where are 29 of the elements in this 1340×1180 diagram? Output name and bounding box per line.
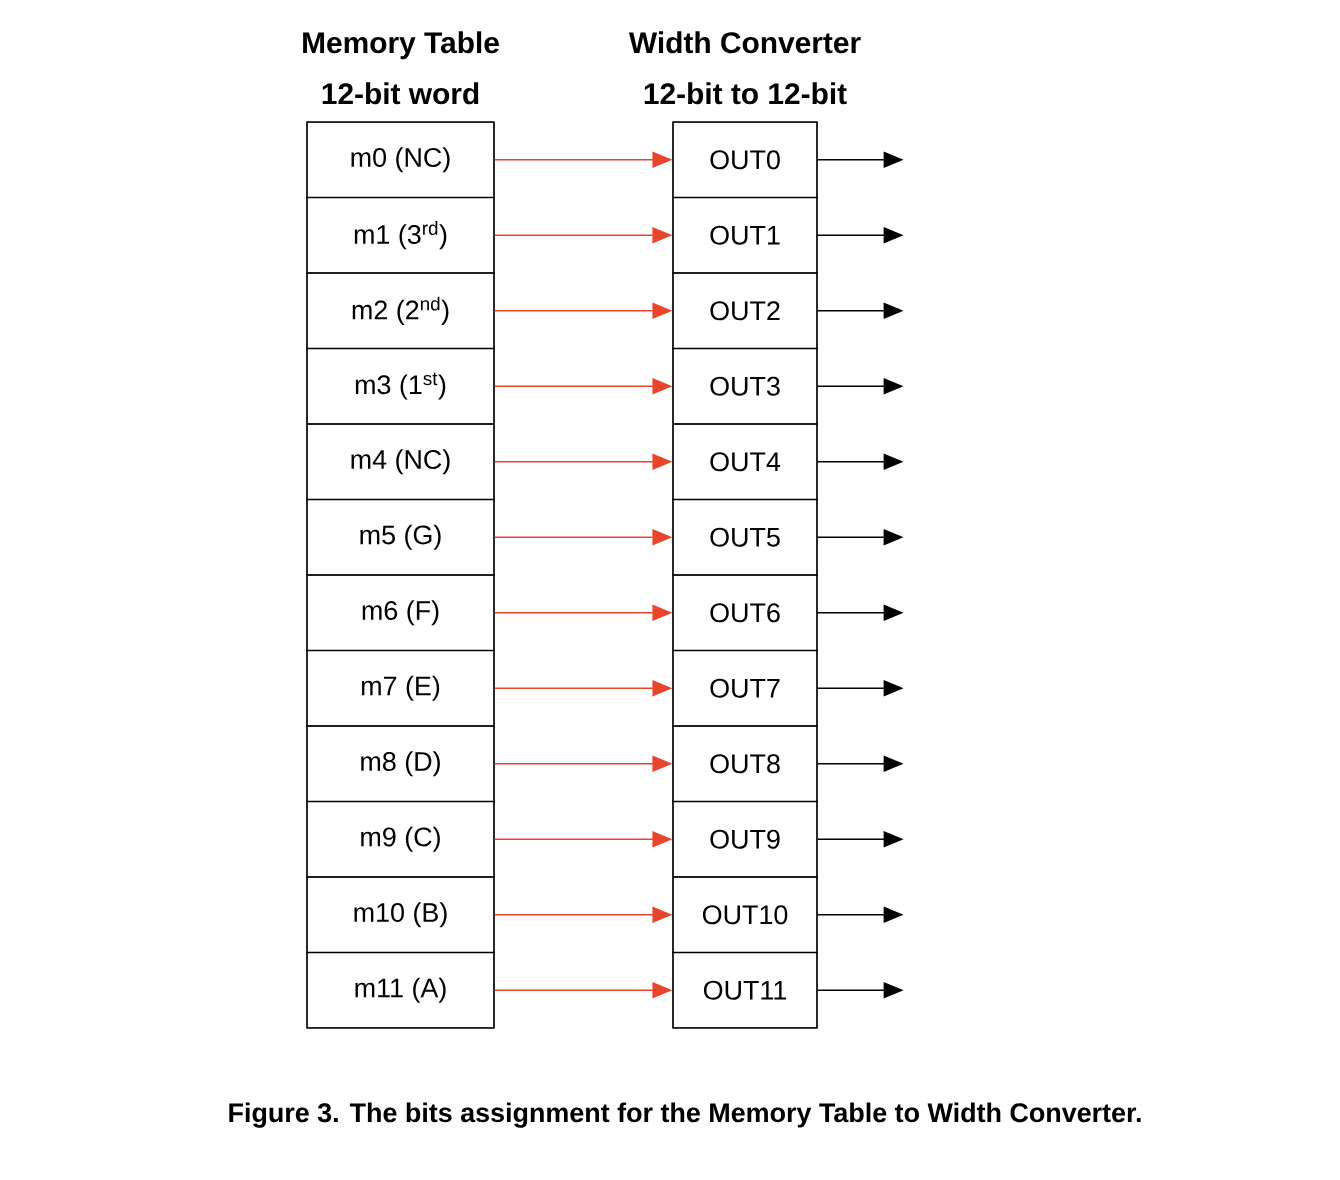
bit-cell: OUT11 bbox=[672, 951, 818, 1029]
bit-cell: m3 (1$^{st}$) bbox=[306, 347, 495, 425]
bit-cell: OUT1 bbox=[672, 196, 818, 274]
bit-cell: OUT0 bbox=[672, 121, 818, 199]
column-heading: Memory Table bbox=[303, 31, 499, 60]
column-heading: 12-bit word bbox=[322, 82, 479, 105]
bit-cell: m5 (G) bbox=[306, 498, 495, 576]
bit-cell: OUT5 bbox=[672, 498, 818, 576]
figure-caption: Figure 3. The bits assignment for the Memory Table to Width Converter. bbox=[229, 1102, 1141, 1128]
bit-cell: OUT3 bbox=[672, 347, 818, 425]
column-heading: Width Converter bbox=[628, 31, 861, 54]
bit-cell: m4 (NC) bbox=[306, 423, 495, 501]
column-heading: 12-bit to 12-bit bbox=[644, 82, 847, 105]
bit-cell: m2 (2$^{nd}$) bbox=[306, 272, 495, 350]
bit-cell: m7 (E) bbox=[306, 649, 495, 727]
bit-cell: OUT6 bbox=[672, 574, 818, 652]
bit-cell: m8 (D) bbox=[306, 725, 495, 803]
bit-cell: OUT9 bbox=[672, 800, 818, 878]
bit-cell: m10 (B) bbox=[306, 876, 495, 954]
bit-cell: m1 (3$^{rd}$) bbox=[306, 196, 495, 274]
bit-cell: m9 (C) bbox=[306, 800, 495, 878]
bit-cell: m0 (NC) bbox=[306, 121, 495, 199]
bit-cell: OUT7 bbox=[672, 649, 818, 727]
bit-cell: OUT8 bbox=[672, 725, 818, 803]
bit-cell: m11 (A) bbox=[306, 951, 495, 1029]
bit-cell: OUT2 bbox=[672, 272, 818, 350]
bit-cell: OUT10 bbox=[672, 876, 818, 954]
bit-cell: m6 (F) bbox=[306, 574, 495, 652]
bit-cell: OUT4 bbox=[672, 423, 818, 501]
